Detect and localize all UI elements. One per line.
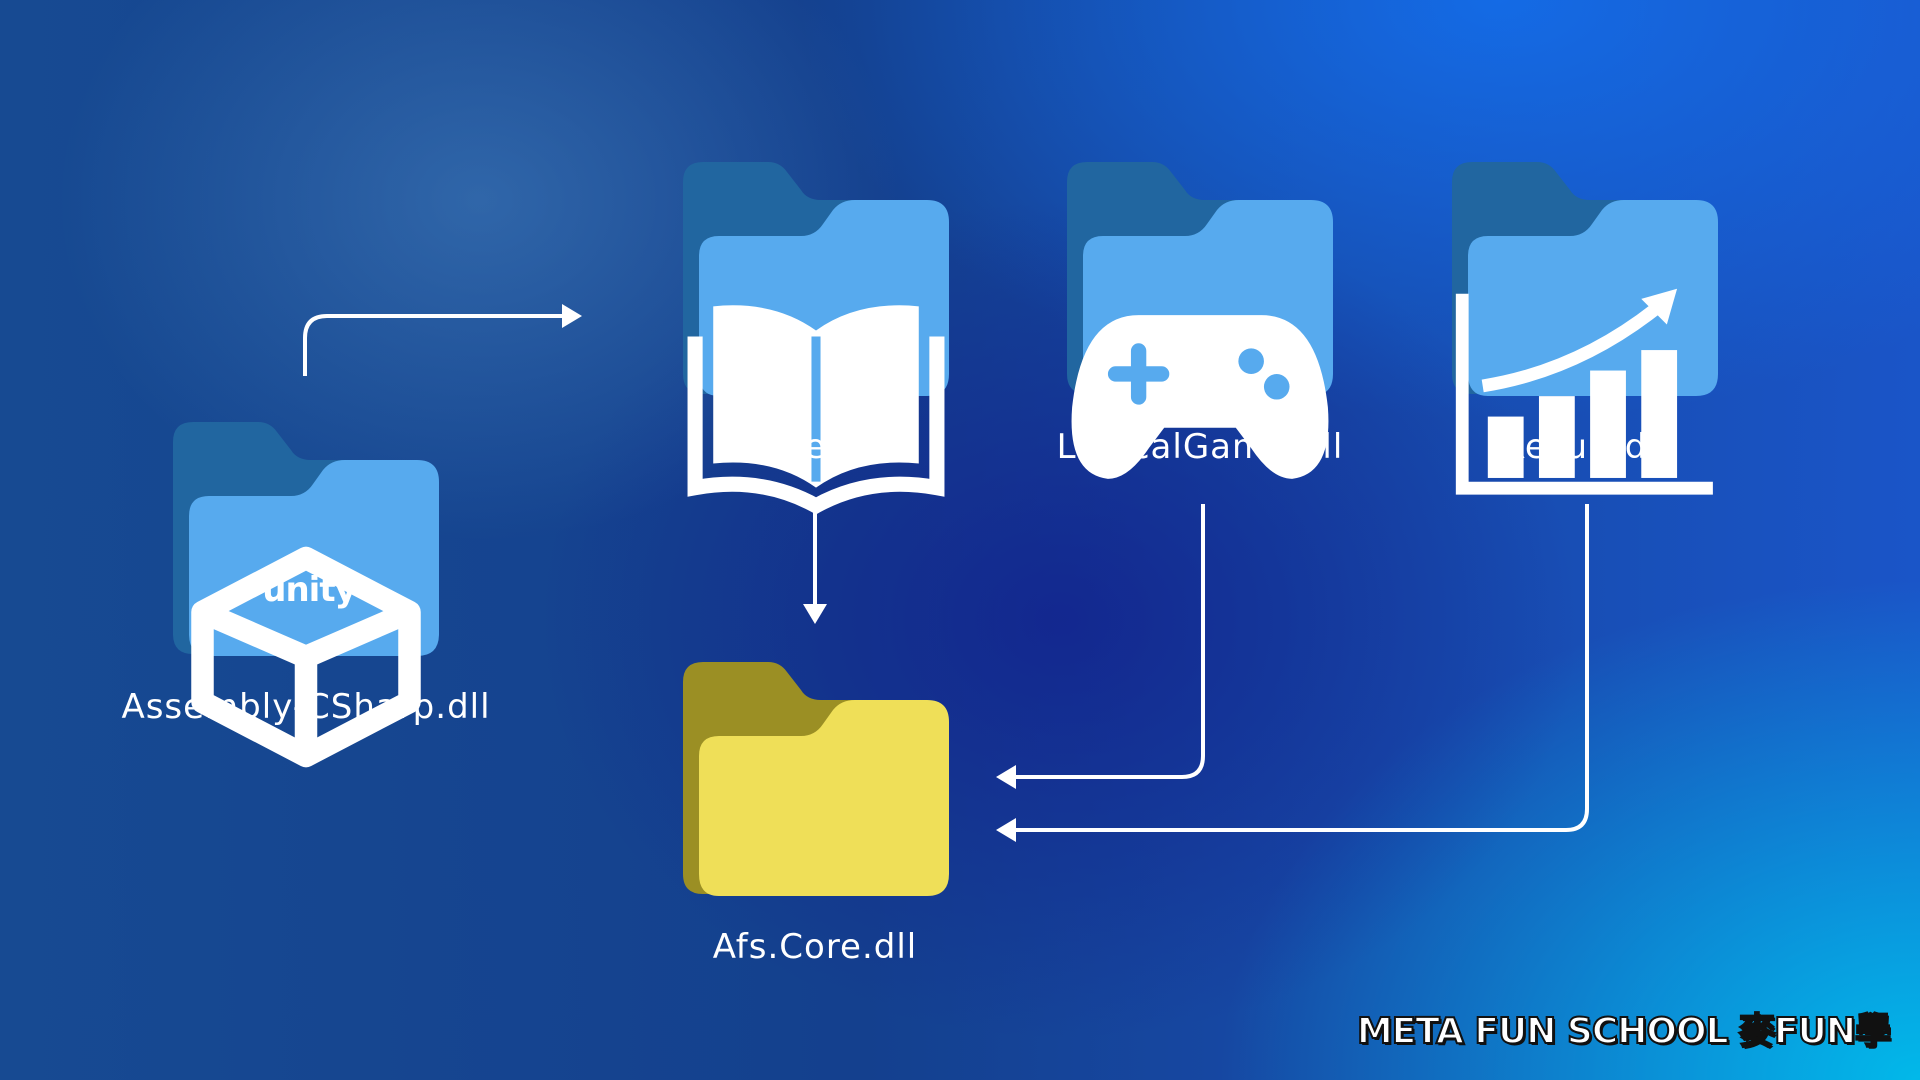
edge-result-to-core — [996, 504, 1589, 842]
gamepad-icon — [1067, 280, 1333, 479]
folder-result[interactable] — [1452, 162, 1718, 495]
growth-chart-icon — [1452, 274, 1718, 495]
folder-shape — [1452, 162, 1718, 396]
edge-assembly-to-title — [303, 304, 582, 376]
folder-title[interactable] — [683, 162, 949, 515]
folder-logical-game[interactable] — [1067, 162, 1333, 479]
unity-cube-icon — [191, 546, 421, 768]
label-assembly-csharp: Assembly-CSharp.dll — [121, 687, 491, 727]
folder-assembly-csharp[interactable]: unity — [173, 422, 439, 768]
book-icon — [683, 280, 949, 515]
label-result: Result.dll — [1501, 427, 1669, 467]
edge-logicalgame-to-core — [996, 504, 1205, 789]
folder-shape — [683, 662, 949, 896]
label-title: Title.dll — [748, 427, 882, 467]
label-afs-core: Afs.Core.dll — [712, 927, 918, 967]
label-logical-game: LogicalGame.dll — [1056, 427, 1344, 467]
watermark: META FUN SCHOOL 麥FUN學 — [1356, 1010, 1892, 1053]
unity-logo: unity — [173, 540, 439, 768]
folder-afs-core[interactable] — [683, 662, 949, 896]
